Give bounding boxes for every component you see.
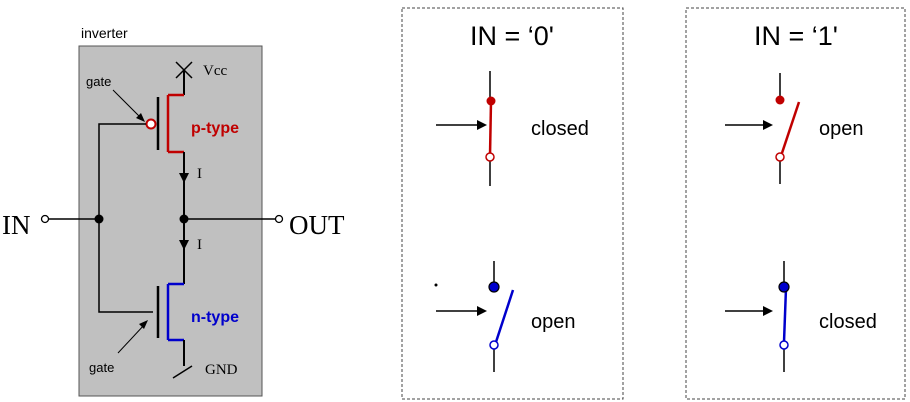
p-input-arrowhead-0-icon xyxy=(477,120,487,130)
gate-bottom-label: gate xyxy=(89,360,114,375)
current-arrow-top-icon xyxy=(179,173,189,183)
p-input-arrowhead-1-icon xyxy=(763,120,773,130)
inverter-circuit: inverter Vcc p-type I gate IN xyxy=(2,25,345,397)
gate-top-label: gate xyxy=(86,74,111,89)
n-type-label: n-type xyxy=(191,309,239,326)
p-type-label: p-type xyxy=(191,120,239,137)
p-state-0: closed xyxy=(531,118,589,140)
in-label: IN xyxy=(2,210,31,240)
current-top-label: I xyxy=(197,166,202,182)
p-state-1: open xyxy=(819,118,864,140)
n-state-0: open xyxy=(531,311,576,333)
stray-dot xyxy=(434,283,438,287)
panel-in-1: IN = ‘1' open closed xyxy=(685,7,906,400)
gate-top-arrow xyxy=(112,89,144,121)
n-input-arrowhead-1-icon xyxy=(763,306,773,316)
out-terminal-icon xyxy=(274,214,284,224)
vcc-label: Vcc xyxy=(203,63,227,79)
inverter-title: inverter xyxy=(81,25,128,41)
panel-in-0-border xyxy=(401,7,624,400)
n-type-transistor xyxy=(156,282,184,342)
in-terminal-icon xyxy=(40,214,50,224)
p-type-transistor xyxy=(145,93,184,154)
panel-in-0: IN = ‘0' closed open xyxy=(401,7,624,400)
n-input-arrowhead-0-icon xyxy=(477,306,487,316)
gate-top-arrowhead-icon xyxy=(136,113,145,122)
panel-in-1-title: IN = ‘1' xyxy=(754,21,838,51)
n-state-1: closed xyxy=(819,311,877,333)
gate-bottom-arrow xyxy=(117,323,146,354)
current-bottom-label: I xyxy=(197,237,202,253)
gnd-terminal-icon xyxy=(172,365,193,379)
in-junction-icon xyxy=(94,214,104,224)
inverter-box xyxy=(78,45,263,397)
panel-in-0-title: IN = ‘0' xyxy=(470,21,554,51)
n-switch-closed-icon xyxy=(778,261,790,372)
gnd-label: GND xyxy=(205,362,238,378)
current-arrow-bottom-icon xyxy=(179,240,189,250)
panel-in-1-border xyxy=(685,7,906,400)
gate-bottom-arrowhead-icon xyxy=(139,320,148,329)
n-switch-open-icon xyxy=(488,261,515,372)
out-junction-icon xyxy=(179,214,189,224)
out-label: OUT xyxy=(289,210,345,240)
p-gate-bubble-icon xyxy=(145,118,157,130)
p-switch-closed-icon xyxy=(485,71,496,186)
p-switch-open-icon xyxy=(775,73,801,184)
